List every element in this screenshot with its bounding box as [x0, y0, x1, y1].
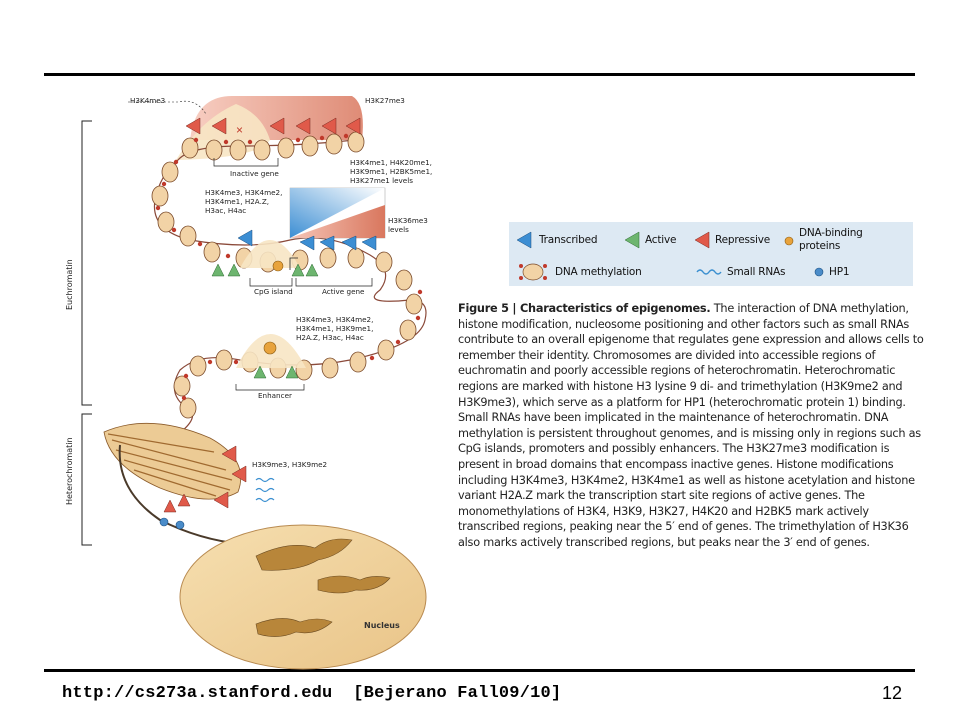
- legend-small-rnas: Small RNAs: [727, 266, 786, 278]
- transcribed-marks: [237, 229, 377, 251]
- euchromatin-bracket: [81, 120, 92, 406]
- nucleus-label: Nucleus: [364, 621, 400, 630]
- right-marks-line1: H3K4me1, H4K20me1,: [350, 158, 432, 167]
- nucleosomes: [151, 131, 423, 419]
- bottom-rule: [44, 669, 915, 672]
- left-marks-line1: H3K4me3, H3K4me2,: [205, 188, 282, 197]
- active-gene-label: Active gene: [322, 287, 365, 296]
- hp1-proteins: [159, 517, 185, 530]
- enhancer-active-marks: [253, 365, 299, 379]
- small-rnas: [255, 477, 275, 503]
- legend-active: Active: [645, 234, 677, 246]
- small-rna-icon: [696, 269, 722, 275]
- right-marks-line3: H3K27me1 levels: [350, 176, 413, 185]
- repression-mark-x: ×: [236, 123, 243, 137]
- legend-repressive: Repressive: [715, 234, 771, 246]
- enhancer-marks-line3: H2A.Z, H3ac, H4ac: [296, 333, 364, 342]
- h3k36me3-levels-label: levels: [388, 225, 409, 234]
- footer-course: [Bejerano Fall09/10]: [353, 684, 562, 703]
- nucleus: [179, 524, 427, 670]
- legend-box: Transcribed Active Repressive DNA-bindin…: [509, 222, 913, 286]
- transcribed-flag-icon: [516, 231, 532, 249]
- legend-dna-binding-line2: proteins: [799, 240, 841, 252]
- hetero-marks-label: H3K9me3, H3K9me2: [252, 460, 327, 469]
- figure-caption-text: The interaction of DNA methylation, hist…: [458, 302, 924, 549]
- euchromatin-label: Euchromatin: [65, 259, 74, 310]
- right-marks-line2: H3K9me1, H2BK5me1,: [350, 167, 432, 176]
- active-marks: [211, 263, 319, 277]
- h3k27me3-top-label: H3K27me3: [365, 96, 405, 105]
- legend-dna-methylation: DNA methylation: [555, 266, 642, 278]
- figure-label: Figure 5 | Characteristics of epigenomes…: [458, 302, 711, 315]
- cpg-island-hill: [240, 240, 300, 268]
- enhancer-marks-line1: H3K4me3, H3K4me2,: [296, 315, 373, 324]
- inactive-gene-label: Inactive gene: [230, 169, 279, 178]
- heterochromatin-bracket: [81, 413, 92, 546]
- footer-url[interactable]: http://cs273a.stanford.edu [Bejerano Fal…: [62, 684, 561, 703]
- enhancer-binding-protein: [263, 341, 277, 355]
- h3k36me3-label: H3K36me3: [388, 216, 428, 225]
- enhancer-marks-line2: H3K4me1, H3K9me1,: [296, 324, 373, 333]
- methylation-dots: [155, 133, 423, 401]
- heterochromatin-label: Heterochromatin: [65, 437, 74, 505]
- h3k4me3-top-label: H3K4me3: [130, 96, 165, 105]
- modification-levels-chart: [289, 187, 386, 239]
- page-number: 12: [882, 683, 903, 703]
- repressive-flag-icon: [694, 231, 710, 249]
- heterochromatin-coil: [103, 422, 243, 545]
- top-rule: [44, 73, 915, 76]
- cpg-island-label: CpG island: [254, 287, 293, 296]
- legend-transcribed: Transcribed: [539, 234, 598, 246]
- figure-caption: Figure 5 | Characteristics of epigenomes…: [458, 301, 930, 551]
- heterochromatin-repressive-marks: [163, 445, 247, 513]
- left-marks-line2: H3K4me1, H2A.Z,: [205, 197, 269, 206]
- footer-url-text[interactable]: http://cs273a.stanford.edu: [62, 684, 333, 703]
- nucleosome-methylation-icon: [519, 263, 547, 281]
- repressive-marks: [185, 117, 361, 135]
- legend-dna-binding-line1: DNA-binding: [799, 227, 863, 239]
- enhancer-label: Enhancer: [258, 391, 292, 400]
- active-flag-icon: [624, 231, 640, 249]
- left-marks-line3: H3ac, H4ac: [205, 206, 246, 215]
- dna-binding-icon: [784, 236, 794, 246]
- legend-hp1: HP1: [829, 266, 850, 278]
- hp1-icon: [814, 267, 824, 277]
- dna-binding-protein: [272, 260, 284, 272]
